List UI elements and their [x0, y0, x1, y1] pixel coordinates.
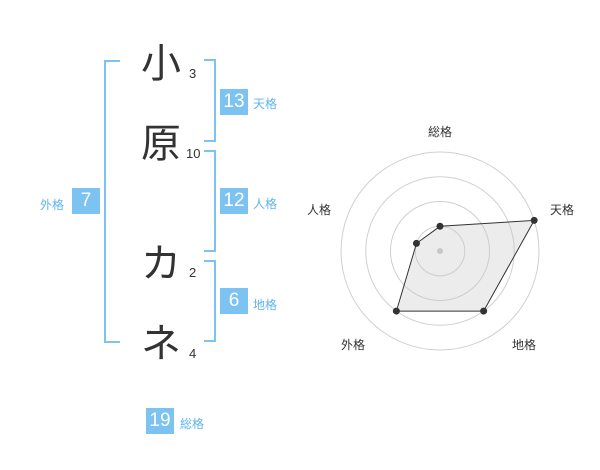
stroke-count-2: 10 [186, 146, 201, 161]
soukaku-label: 総格 [180, 417, 205, 431]
radar-point-1 [530, 216, 538, 224]
name-char-2: 原 [141, 121, 181, 167]
tenkaku-value: 13 [220, 89, 248, 115]
radar-point-4 [412, 239, 420, 247]
radar-ring [365, 176, 515, 326]
soukaku-value: 19 [146, 408, 174, 434]
chikaku-value: 6 [220, 288, 248, 314]
jinkaku-bracket [204, 150, 216, 252]
tenkaku-bracket [204, 59, 216, 142]
radar-ring [390, 201, 490, 301]
radar-series-area [395, 219, 536, 312]
chikaku-label: 地格 [253, 298, 278, 312]
name-char-4: ネ [141, 321, 181, 367]
axis-label-chikaku: 地格 [512, 338, 537, 352]
gaikaku-label: 外格 [40, 198, 65, 212]
radar-point-0 [436, 222, 444, 230]
stroke-count-3: 2 [189, 265, 197, 280]
stroke-count-1: 3 [189, 66, 197, 81]
radar-point-3 [392, 307, 400, 315]
radar-center-dot [437, 248, 443, 254]
jinkaku-value: 12 [220, 188, 248, 214]
jinkaku-label: 人格 [253, 197, 278, 211]
radar-ring [340, 151, 540, 351]
name-char-1: 小 [141, 41, 181, 87]
axis-label-tenkaku: 天格 [550, 203, 575, 217]
gaikaku-value: 7 [72, 188, 100, 214]
axis-label-soukaku: 総格 [428, 125, 453, 139]
axis-label-jinkaku: 人格 [307, 203, 332, 217]
axis-label-gaikaku: 外格 [341, 338, 366, 352]
tenkaku-label: 天格 [253, 97, 278, 111]
gaikaku-bracket [104, 60, 120, 343]
chikaku-bracket [204, 260, 216, 342]
stroke-count-4: 4 [189, 346, 197, 361]
radar-point-2 [480, 307, 488, 315]
name-char-3: カ [141, 241, 181, 287]
radar-ring [414, 225, 466, 277]
